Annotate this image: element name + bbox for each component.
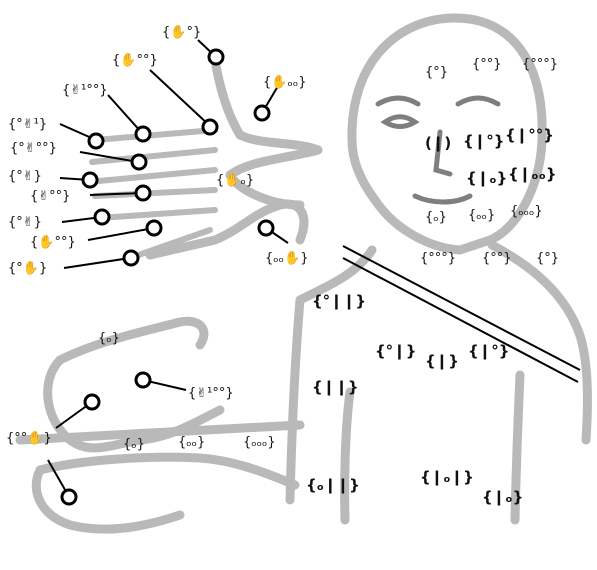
torso-inner-left bbox=[340, 387, 355, 525]
marker-finger-1 bbox=[87, 132, 105, 150]
finger-2 bbox=[89, 147, 218, 165]
bottom-hand bbox=[31, 465, 185, 534]
label-palm-center: {✋ₒ} bbox=[216, 172, 254, 188]
bottom-forearm bbox=[35, 452, 300, 490]
label-arm-c: {ₒₒₒ} bbox=[243, 435, 276, 450]
label-finger-3: {°✌°°} bbox=[10, 141, 57, 156]
label-neck-left: {°°°} bbox=[420, 251, 456, 266]
label-lower-hand-a: {✌¹°°} bbox=[188, 386, 234, 401]
marker-hand-right bbox=[253, 104, 271, 122]
label-nose-right: {❙ₒₒ} bbox=[508, 165, 557, 183]
raised-palm bbox=[210, 55, 323, 210]
label-hand-right: {✋ₒₒ} bbox=[263, 74, 306, 90]
label-thumb: {ₒₒ✋} bbox=[265, 250, 308, 266]
label-lower-hand-b: {°°✋} bbox=[6, 430, 52, 446]
finger-6 bbox=[127, 227, 213, 261]
label-head-top-mid: {°°} bbox=[472, 57, 502, 72]
marker-finger-7 bbox=[122, 249, 140, 267]
label-hand-top: {✋°} bbox=[162, 24, 201, 40]
label-chin-mid: {ₒₒ} bbox=[468, 208, 495, 223]
marker-lower-hand-a bbox=[134, 371, 152, 389]
marker-finger-3 bbox=[81, 171, 99, 189]
finger-1 bbox=[92, 127, 218, 143]
leader-lines bbox=[47, 39, 289, 496]
marker-finger-6 bbox=[145, 219, 163, 237]
torso-inner-right bbox=[510, 370, 525, 525]
figure-outline bbox=[15, 13, 593, 534]
finger-5 bbox=[97, 207, 218, 221]
label-chest-left: {°❙❙} bbox=[312, 292, 366, 310]
notation-labels: {°} {°°} {°°°} (❙) {❙°} {❙°°} {❙ₒ} {❙ₒₒ}… bbox=[6, 24, 559, 506]
label-torso-left: {❙❙} bbox=[312, 378, 359, 396]
label-waist-left: {ₒ❙❙} bbox=[306, 476, 360, 494]
label-head-top-left: {°} bbox=[425, 65, 448, 80]
finger-3 bbox=[85, 167, 218, 185]
label-cheek-left: (❙) bbox=[425, 134, 451, 152]
marker-lower-hand-c bbox=[60, 488, 78, 506]
nose bbox=[433, 129, 453, 177]
markers bbox=[60, 48, 275, 506]
label-hand-second: {✋°°} bbox=[112, 52, 158, 68]
torso-left bbox=[285, 295, 305, 505]
shoulder-line bbox=[295, 245, 377, 305]
label-finger-4: {°✌} bbox=[8, 169, 42, 184]
marker-lower-hand-b bbox=[83, 393, 101, 411]
label-finger-7: {✋°°} bbox=[30, 234, 76, 250]
label-finger-5: {✌°°} bbox=[30, 189, 70, 204]
label-neck-mid: {°°} bbox=[482, 251, 512, 266]
label-arm-b: {ₒₒ} bbox=[178, 435, 205, 450]
label-finger-1: {✌¹°°} bbox=[62, 83, 108, 98]
marker-finger-4 bbox=[134, 184, 152, 202]
upper-forearm bbox=[55, 316, 209, 365]
label-chest-mid: {❙} bbox=[425, 352, 459, 370]
left-eye bbox=[380, 114, 420, 129]
label-arm-top: {ₒ} bbox=[98, 331, 120, 346]
shoulder-right bbox=[487, 240, 593, 445]
lower-forearm bbox=[15, 420, 305, 445]
label-finger-2: {°✌¹} bbox=[8, 117, 47, 132]
marker-palm bbox=[201, 118, 219, 136]
left-brow bbox=[375, 95, 421, 107]
label-cheek-mid: {❙°} bbox=[463, 132, 504, 150]
marker-thumb bbox=[257, 219, 275, 237]
label-chin-left: {ₒ} bbox=[425, 210, 447, 225]
label-finger-8: {°✋} bbox=[8, 260, 47, 276]
label-nose-mid: {❙ₒ} bbox=[466, 169, 507, 187]
marker-hand-top bbox=[207, 48, 225, 66]
label-finger-6: {°✌} bbox=[8, 215, 42, 230]
marker-finger-5 bbox=[93, 208, 111, 226]
marker-finger-2 bbox=[130, 153, 148, 171]
label-arm-a: {ₒ} bbox=[123, 437, 145, 452]
marker-finger-tip-a bbox=[134, 125, 152, 143]
label-chin-right: {ₒₒₒ} bbox=[510, 204, 543, 219]
right-brow bbox=[455, 95, 501, 107]
strap-lines bbox=[342, 245, 581, 383]
label-cheek-right: {❙°°} bbox=[505, 126, 554, 144]
label-chest-mid-left: {°❙} bbox=[375, 342, 416, 360]
label-waist-mid: {❙ₒ❙} bbox=[420, 468, 474, 486]
head-outline bbox=[347, 13, 547, 255]
label-waist-right: {❙ₒ} bbox=[482, 488, 523, 506]
mouth bbox=[412, 193, 473, 205]
label-chest-mid-right: {❙°} bbox=[468, 342, 509, 360]
label-neck-right: {°} bbox=[536, 251, 559, 266]
label-head-top-right: {°°°} bbox=[522, 57, 558, 72]
